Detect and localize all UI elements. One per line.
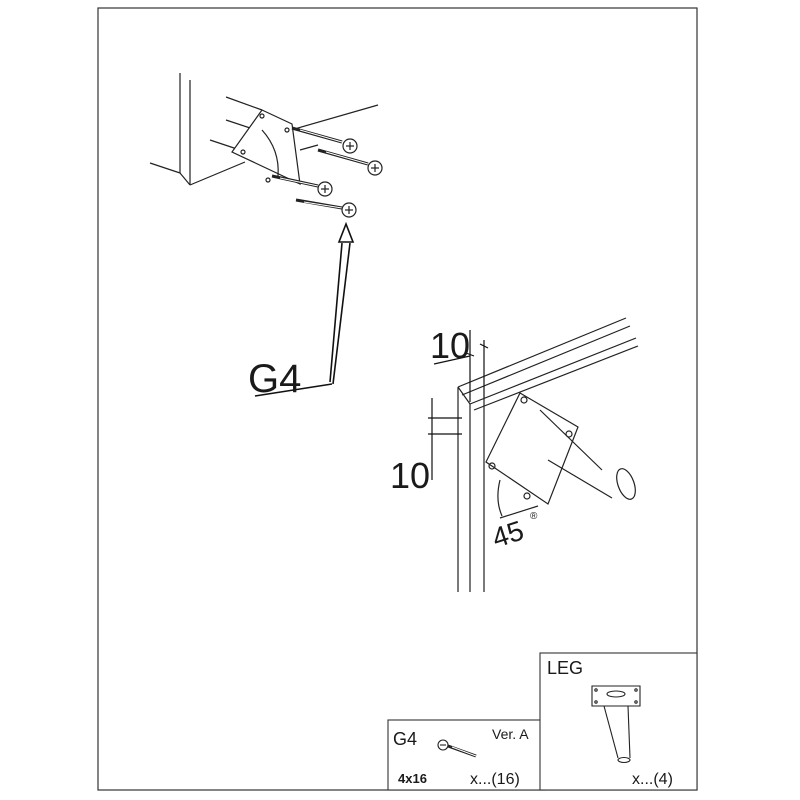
screw-code: G4: [393, 729, 417, 749]
dimension-horizontal: 10: [430, 325, 470, 366]
dimension-angle-unit: ®: [530, 511, 538, 522]
dimension-lines: [428, 330, 489, 480]
screw-quantity: x...(16): [470, 771, 520, 788]
dimension-vertical: 10: [390, 455, 430, 496]
leg-icon: [591, 685, 641, 764]
screw-detail-drawing: [149, 73, 383, 218]
screw-version: Ver. A: [492, 726, 529, 742]
screw-size: 4x16: [398, 771, 427, 786]
parts-box-leg: LEG x...(4): [539, 652, 698, 791]
leg-quantity: x...(4): [632, 771, 673, 788]
leg-detail-drawing: [457, 317, 639, 592]
callout-part-label: G4: [248, 357, 301, 401]
leg-title: LEG: [547, 658, 583, 678]
screw-icon: [437, 739, 477, 758]
dimension-angle: 45: [488, 515, 527, 554]
callout-arrow: [254, 221, 355, 397]
parts-box-screw: G4 Ver. A 4x16 x...(16): [387, 719, 546, 791]
